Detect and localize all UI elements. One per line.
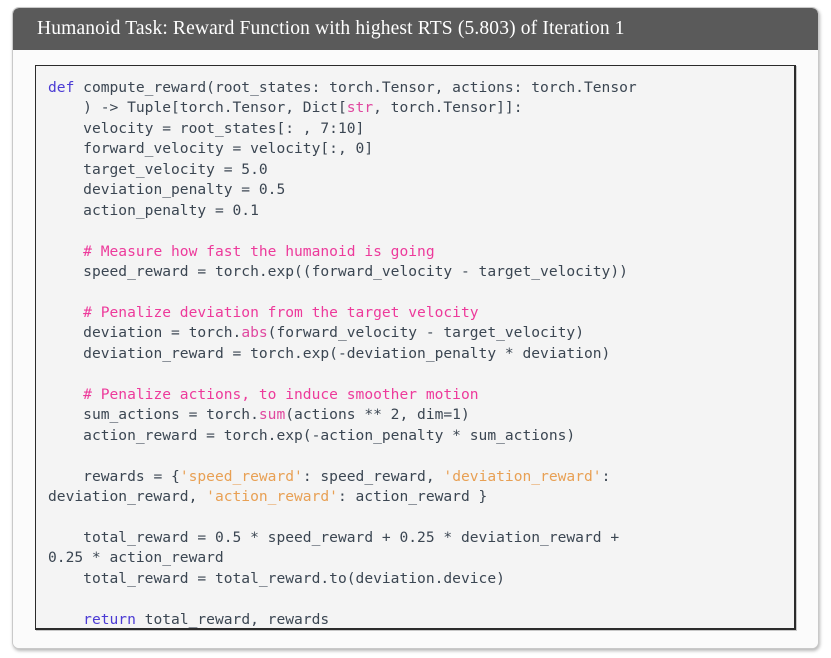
- code-line: 0.25 * action_reward: [48, 549, 224, 566]
- code-token: def: [48, 79, 84, 96]
- code-indent: [48, 263, 83, 280]
- code-token: speed_reward = torch.exp((forward_veloci…: [83, 263, 628, 281]
- code-token: # Penalize deviation from the target vel…: [83, 303, 479, 321]
- code-token: rewards = {: [83, 467, 180, 485]
- code-indent: [48, 140, 83, 157]
- code-line: deviation_reward, 'action_reward': actio…: [48, 488, 487, 505]
- code-token: # Measure how fast the humanoid is going: [83, 242, 435, 260]
- code-token: total_reward = 0.5 * speed_reward + 0.25…: [83, 528, 620, 546]
- code-token: # Penalize actions, to induce smoother m…: [83, 385, 479, 403]
- code-line: velocity = root_states[: , 7:10]: [48, 120, 364, 137]
- code-indent: [48, 406, 83, 423]
- code-indent: [48, 120, 83, 137]
- code-indent: [48, 468, 83, 485]
- code-line: target_velocity = 5.0: [48, 161, 268, 178]
- figure-frame: Humanoid Task: Reward Function with high…: [12, 7, 819, 649]
- code-indent: [48, 427, 83, 444]
- code-block: def compute_reward(root_states: torch.Te…: [35, 65, 796, 630]
- code-token: forward_velocity = velocity[:, 0]: [83, 140, 374, 158]
- code-indent: [48, 570, 83, 587]
- code-line: action_penalty = 0.1: [48, 202, 259, 219]
- code-indent: [48, 345, 83, 362]
- code-content: def compute_reward(root_states: torch.Te…: [48, 78, 784, 628]
- code-line-blank: [48, 589, 784, 609]
- code-token: 'deviation_reward': [443, 467, 602, 485]
- code-line: action_reward = torch.exp(-action_penalt…: [48, 427, 575, 444]
- code-line: rewards = {'speed_reward': speed_reward,…: [48, 468, 610, 485]
- code-token: total_reward = total_reward.to(deviation…: [83, 569, 505, 587]
- code-indent: [48, 243, 83, 260]
- code-indent: [48, 202, 83, 219]
- code-token: deviation = torch.: [83, 324, 242, 342]
- code-line-blank: [48, 364, 784, 384]
- code-line: deviation = torch.abs(forward_velocity -…: [48, 324, 584, 341]
- figure-title: Humanoid Task: Reward Function with high…: [37, 18, 625, 39]
- code-line: # Penalize deviation from the target vel…: [48, 303, 479, 321]
- code-indent: [48, 386, 83, 403]
- code-token: 0.25 * action_reward: [48, 549, 224, 567]
- code-line: # Measure how fast the humanoid is going: [48, 242, 435, 260]
- code-token: compute_reward(root_states: torch.Tensor…: [83, 79, 637, 96]
- code-token: str: [346, 99, 374, 117]
- code-indent: [48, 529, 83, 546]
- code-indent: [48, 181, 83, 198]
- code-line: forward_velocity = velocity[:, 0]: [48, 140, 373, 157]
- code-line-blank: [48, 507, 784, 527]
- figure-title-bar: Humanoid Task: Reward Function with high…: [13, 8, 818, 50]
- code-token: 'action_reward': [206, 488, 338, 505]
- code-token: : speed_reward,: [302, 467, 444, 485]
- figure-body: def compute_reward(root_states: torch.Te…: [13, 50, 818, 648]
- code-token: : action_reward }: [337, 488, 488, 505]
- code-line: speed_reward = torch.exp((forward_veloci…: [48, 263, 628, 280]
- code-token: abs: [241, 324, 268, 342]
- code-token: (forward_velocity - target_velocity): [267, 324, 584, 342]
- code-line: deviation_reward = torch.exp(-deviation_…: [48, 345, 610, 362]
- code-indent: [48, 324, 83, 341]
- code-indent: [48, 611, 83, 628]
- code-line-blank: [48, 446, 784, 466]
- code-token: sum_actions = torch.: [83, 406, 259, 424]
- code-line: ) -> Tuple[torch.Tensor, Dict[str, torch…: [48, 99, 522, 116]
- code-indent: [48, 304, 83, 321]
- code-token: return: [83, 610, 145, 628]
- code-token: velocity = root_states[: , 7:10]: [83, 119, 365, 137]
- code-line-blank: [48, 221, 784, 241]
- code-line: return total_reward, rewards: [48, 611, 329, 628]
- code-line: def compute_reward(root_states: torch.Te…: [48, 79, 637, 96]
- code-token: target_velocity = 5.0: [83, 160, 268, 178]
- code-token: ) -> Tuple[torch.Tensor, Dict[: [83, 99, 347, 117]
- code-token: total_reward, rewards: [144, 610, 330, 628]
- code-line: deviation_penalty = 0.5: [48, 181, 285, 198]
- code-token: deviation_reward = torch.exp(-deviation_…: [83, 344, 611, 362]
- code-token: , torch.Tensor]]:: [373, 99, 523, 117]
- code-token: 'speed_reward': [179, 467, 303, 485]
- code-token: action_reward = torch.exp(-action_penalt…: [83, 426, 576, 444]
- code-token: action_penalty = 0.1: [83, 201, 259, 219]
- code-line: total_reward = 0.5 * speed_reward + 0.25…: [48, 529, 619, 546]
- code-line-blank: [48, 283, 784, 303]
- code-token: sum: [258, 406, 286, 424]
- code-token: :: [601, 467, 611, 485]
- code-indent: [48, 99, 83, 116]
- code-token: (actions ** 2, dim=1): [285, 406, 470, 424]
- code-token: deviation_reward,: [48, 488, 207, 505]
- code-line: sum_actions = torch.sum(actions ** 2, di…: [48, 406, 470, 423]
- code-indent: [48, 161, 83, 178]
- code-line: # Penalize actions, to induce smoother m…: [48, 385, 479, 403]
- code-line: total_reward = total_reward.to(deviation…: [48, 570, 505, 587]
- code-token: deviation_penalty = 0.5: [83, 181, 286, 199]
